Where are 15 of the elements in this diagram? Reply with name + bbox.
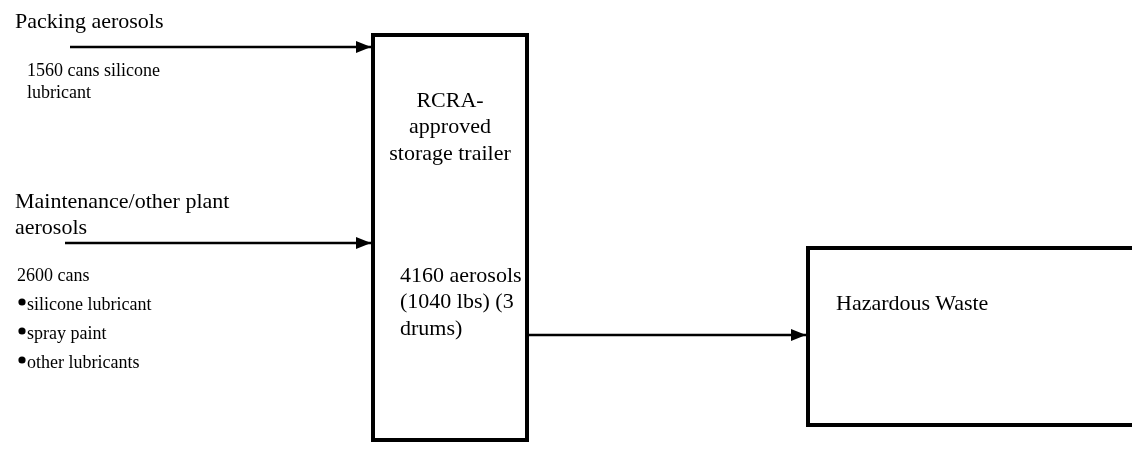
arrow (65, 237, 371, 249)
quantity-note: 1560 cans silicone lubricant (27, 60, 161, 104)
list-item: silicone lubricant (27, 294, 152, 316)
arrow (70, 41, 371, 53)
source-text: Packing aerosols (15, 8, 165, 35)
box-text: Hazardous Waste (836, 290, 990, 317)
source-text: Maintenance/other plant aerosols (15, 188, 231, 241)
process-box (371, 33, 529, 442)
arrow (529, 329, 806, 341)
quantity-note: 2600 cans (17, 265, 90, 287)
list-item: spray paint (27, 323, 107, 345)
box-text: 4160 aerosols (1040 lbs) (3 drums) (400, 262, 523, 342)
box-text: RCRA- approved storage trailer (388, 87, 512, 167)
process-box (806, 246, 1132, 427)
list-item: other lubricants (27, 352, 140, 374)
